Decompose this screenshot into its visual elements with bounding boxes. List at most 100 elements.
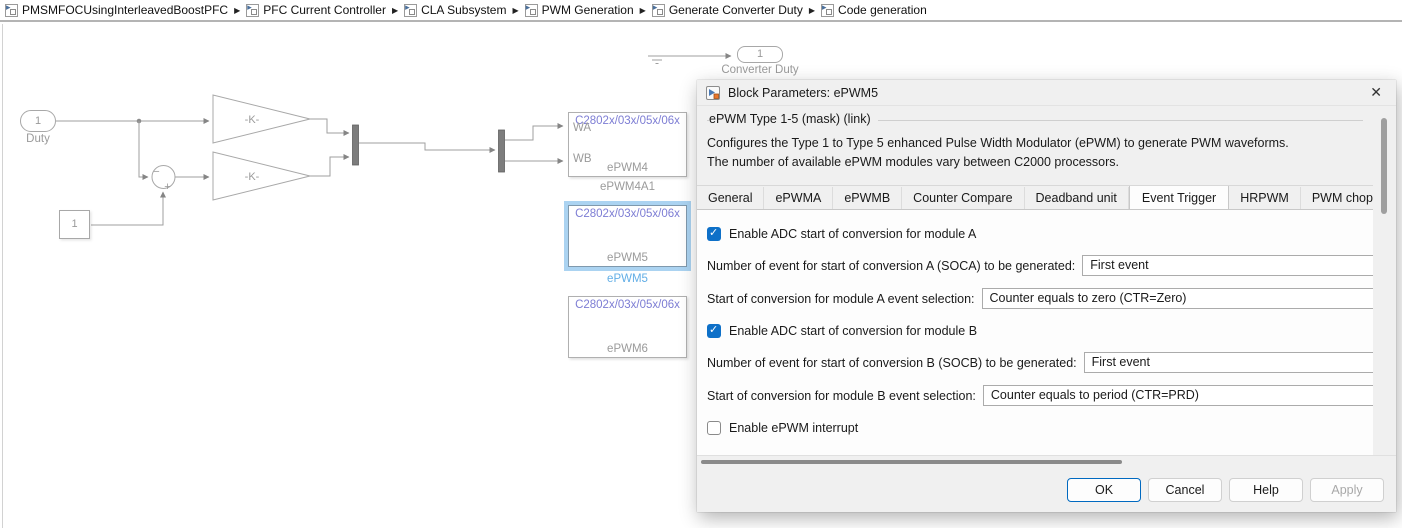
dialog-title: Block Parameters: ePWM5 (728, 85, 879, 100)
gain-block-upper[interactable] (212, 94, 311, 144)
subsystem-icon (524, 2, 538, 17)
dialog-titlebar: Block Parameters: ePWM5 ✕ (697, 80, 1396, 106)
epwm4-header: C2802x/03x/05x/06x (575, 115, 680, 127)
subsystem-icon (404, 2, 418, 17)
epwm5-name: ePWM5 (607, 252, 648, 264)
sum-block[interactable] (151, 165, 176, 189)
mask-description-line1: Configures the Type 1 to Type 5 enhanced… (707, 136, 1289, 150)
epwm5-header: C2802x/03x/05x/06x (575, 208, 680, 220)
ground-icon (648, 55, 666, 64)
epwm6-name: ePWM6 (607, 343, 648, 355)
chevron-right-icon: ▶ (808, 5, 816, 15)
gain-block-lower[interactable] (212, 151, 311, 201)
enable-soca-checkbox[interactable] (707, 226, 721, 241)
breadcrumb-label: Generate Converter Duty (668, 3, 803, 17)
breadcrumb-item-generate-converter-duty[interactable]: Generate Converter Duty (651, 2, 803, 17)
tab-general[interactable]: General (697, 187, 765, 209)
parameter-tabs: General ePWMA ePWMB Counter Compare Dead… (697, 186, 1373, 210)
tab-epwma[interactable]: ePWMA (764, 187, 834, 209)
epwm4-port-wa: WA (573, 122, 592, 134)
subsystem-icon (5, 2, 18, 17)
inport-block[interactable]: 1 (20, 110, 56, 132)
socb-count-select[interactable]: First event (1083, 352, 1373, 373)
dialog-footer: OK Cancel Help Apply (697, 455, 1396, 512)
epwm5-block[interactable]: C2802x/03x/05x/06x ePWM5 (564, 201, 691, 271)
sum-minus-sign: − (153, 166, 159, 178)
subsystem-icon (821, 2, 835, 17)
breadcrumb-label: Code generation (838, 3, 927, 17)
breadcrumb-label: PWM Generation (541, 3, 634, 17)
subsystem-icon (651, 2, 665, 17)
breadcrumb-label: CLA Subsystem (421, 3, 507, 17)
soca-event-label: Start of conversion for module A event s… (707, 291, 975, 306)
signal-line (359, 142, 496, 153)
chevron-right-icon: ▶ (391, 5, 399, 15)
enable-epwm-interrupt-checkbox[interactable] (707, 420, 721, 435)
breadcrumb-item-model[interactable]: PMSMFOCUsingInterleavedBoostPFC (5, 2, 229, 17)
enable-socb-label: Enable ADC start of conversion for modul… (729, 323, 978, 338)
sum-plus-sign: + (164, 181, 170, 193)
subsystem-icon (246, 2, 260, 17)
inport-label: Duty (26, 133, 50, 145)
chevron-right-icon: ▶ (512, 5, 519, 15)
simulink-block-icon (706, 85, 720, 100)
tab-deadband-unit[interactable]: Deadband unit (1025, 187, 1129, 209)
socb-event-label: Start of conversion for module B event s… (707, 388, 976, 403)
socb-count-label: Number of event for start of conversion … (707, 355, 1077, 370)
mask-description-line2: The number of available ePWM modules var… (707, 155, 1120, 170)
close-icon[interactable]: ✕ (1370, 84, 1382, 100)
tab-event-trigger[interactable]: Event Trigger (1128, 186, 1230, 209)
soca-count-select[interactable]: First event (1082, 255, 1373, 276)
enable-epwm-interrupt-label: Enable ePWM interrupt (729, 420, 859, 435)
outport-number: 1 (756, 48, 764, 60)
demux-block[interactable] (498, 129, 505, 173)
breadcrumb-label: PMSMFOCUsingInterleavedBoostPFC (22, 3, 229, 17)
epwm4-name: ePWM4 (607, 162, 648, 174)
breadcrumb: PMSMFOCUsingInterleavedBoostPFC ▶ PFC Cu… (0, 0, 1402, 22)
tab-pwm-chopper[interactable]: PWM chopper (1301, 187, 1373, 209)
canvas-left-border (2, 24, 3, 528)
mask-legend: ePWM Type 1-5 (mask) (link) (709, 112, 878, 126)
breadcrumb-item-cla-subsystem[interactable]: CLA Subsystem (404, 2, 507, 17)
tab-epwmb[interactable]: ePWMB (833, 187, 903, 209)
signal-line (310, 154, 350, 177)
constant-value: 1 (71, 218, 78, 230)
horizontal-scrollbar-thumb[interactable] (701, 460, 1122, 464)
gain-upper-label: -K- (245, 114, 260, 126)
signal-line (505, 123, 564, 141)
enable-socb-checkbox[interactable] (707, 323, 721, 338)
chevron-right-icon: ▶ (234, 5, 241, 15)
tab-hrpwm[interactable]: HRPWM (1229, 187, 1301, 209)
signal-line (138, 121, 149, 180)
breadcrumb-item-pfc-current-controller[interactable]: PFC Current Controller (246, 2, 386, 17)
soca-count-label: Number of event for start of conversion … (707, 258, 1076, 273)
apply-button[interactable]: Apply (1310, 478, 1384, 502)
event-trigger-panel: Enable ADC start of conversion for modul… (697, 210, 1373, 455)
mux-block[interactable] (352, 124, 359, 166)
epwm6-block[interactable]: C2802x/03x/05x/06x ePWM6 (568, 296, 687, 358)
tab-counter-compare[interactable]: Counter Compare (902, 187, 1025, 209)
breadcrumb-item-pwm-generation[interactable]: PWM Generation (524, 2, 634, 17)
epwm4-caption: ePWM4A1 (600, 181, 655, 193)
cancel-button[interactable]: Cancel (1148, 478, 1222, 502)
outport-block[interactable]: 1 (737, 46, 783, 63)
outport-label: Converter Duty (721, 64, 799, 76)
constant-block[interactable]: 1 (59, 210, 90, 239)
vertical-scrollbar[interactable] (1373, 106, 1396, 455)
epwm4-port-wb: WB (573, 153, 592, 165)
signal-line (310, 118, 350, 136)
breadcrumb-item-code-generation[interactable]: Code generation (821, 2, 927, 17)
socb-event-select[interactable]: Counter equals to period (CTR=PRD) (982, 385, 1373, 406)
mask-description-panel: ePWM Type 1-5 (mask) (link) Configures t… (697, 106, 1373, 186)
soca-event-select[interactable]: Counter equals to zero (CTR=Zero) (981, 288, 1373, 309)
help-button[interactable]: Help (1229, 478, 1303, 502)
vertical-scrollbar-thumb[interactable] (1381, 118, 1387, 214)
epwm6-header: C2802x/03x/05x/06x (575, 299, 680, 311)
enable-soca-label: Enable ADC start of conversion for modul… (729, 226, 977, 241)
epwm4-block[interactable]: C2802x/03x/05x/06x WA WB ePWM4 (568, 112, 687, 177)
block-parameters-dialog: Block Parameters: ePWM5 ✕ ePWM Type 1-5 … (697, 80, 1396, 512)
ok-button[interactable]: OK (1067, 478, 1141, 502)
inport-number: 1 (34, 115, 42, 127)
